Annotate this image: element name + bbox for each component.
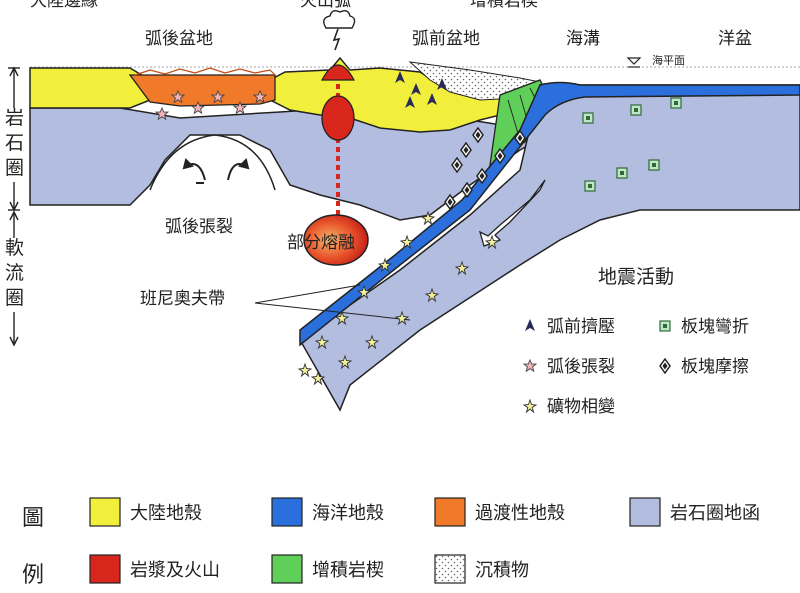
- seismic-item-fore-arc-compression: 弧前擠壓: [547, 317, 615, 337]
- seismic-item-phase-change: 礦物相變: [547, 397, 615, 417]
- triangle-icon: [525, 319, 535, 331]
- legend-swatch-oceanic-crust: [271, 497, 303, 527]
- transitional-crust: [128, 74, 276, 107]
- label-benioff-zone: 班尼奧夫帶: [140, 289, 225, 309]
- diamond-icon: [659, 358, 671, 374]
- legend-swatch-sediment: [434, 554, 466, 584]
- label-back-arc-rifting: 弧後張裂: [165, 217, 233, 237]
- label-lithosphere-1: 岩: [5, 107, 24, 129]
- label-lithosphere-2: 石: [5, 132, 24, 154]
- partial-melting-zone: [303, 214, 369, 266]
- label-asthenosphere-2: 流: [5, 262, 24, 284]
- legend-swatch-magma-volcano: [89, 554, 121, 584]
- label-lithosphere-3: 圈: [5, 157, 24, 179]
- label-trench: 海溝: [566, 29, 600, 49]
- legend-heading-bottom: 例: [22, 563, 44, 588]
- asthenosphere-label-bg: [3, 238, 27, 312]
- legend-label-oceanic-crust: 海洋地殼: [312, 503, 384, 524]
- seismic-item-plate-bending: 板塊彎折: [681, 317, 749, 337]
- lithosphere-label-bg: [3, 108, 27, 182]
- asterisk-icon: [523, 399, 537, 413]
- label-back-arc-basin: 弧後盆地: [145, 29, 213, 49]
- label-ocean-basin: 洋盆: [718, 29, 752, 49]
- magma-chamber: [321, 95, 355, 141]
- legend-label-lithospheric-mantle: 岩石圈地函: [670, 503, 760, 524]
- legend-label-accretionary-wedge: 增積岩楔: [312, 560, 384, 581]
- legend-label-continental-crust: 大陸地殼: [130, 503, 202, 524]
- legend-swatch-accretionary-wedge: [271, 554, 303, 584]
- rifting-arrows: [182, 158, 250, 184]
- volcano-cloud-icon: [323, 9, 356, 51]
- subducting-slab-mantle: [299, 84, 800, 412]
- seismic-item-plate-friction: 板塊摩擦: [681, 357, 749, 377]
- benioff-pointer-2: [254, 302, 411, 321]
- label-fore-arc-basin: 弧前盆地: [412, 29, 480, 49]
- label-sea-level: 海平面: [652, 53, 685, 67]
- star-icon: [523, 359, 537, 372]
- label-asthenosphere-1: 軟: [5, 237, 24, 259]
- label-asthenosphere-3: 圈: [5, 287, 24, 309]
- legend-label-sediment: 沉積物: [475, 560, 529, 581]
- legend-swatch-continental-crust: [89, 497, 121, 527]
- label-volcanic-arc: 火山弧: [300, 0, 351, 11]
- seismic-legend-title: 地震活動: [598, 266, 674, 288]
- back-arc-upwelling: [150, 135, 275, 190]
- box-x-icon: [659, 320, 671, 332]
- subduction-arrow: [478, 179, 546, 247]
- sea-level-icon: [626, 57, 642, 68]
- legend-label-transitional-crust: 過渡性地殼: [475, 503, 565, 524]
- volcano-peak: [320, 64, 356, 81]
- legend-swatch-lithospheric-mantle: [629, 497, 661, 527]
- legend-heading-top: 圖: [22, 506, 44, 531]
- legend-swatch-transitional-crust: [434, 497, 466, 527]
- benioff-pointer-1: [254, 284, 361, 304]
- seismic-item-back-arc-rifting: 弧後張裂: [547, 357, 615, 377]
- oceanic-crust: [299, 81, 800, 347]
- label-continental-margin: 大陸邊緣: [30, 0, 98, 11]
- label-accretionary-wedge-top: 增積岩楔: [470, 0, 538, 11]
- label-partial-melting: 部分熔融: [287, 233, 355, 253]
- legend-label-magma-volcano: 岩漿及火山: [130, 560, 220, 581]
